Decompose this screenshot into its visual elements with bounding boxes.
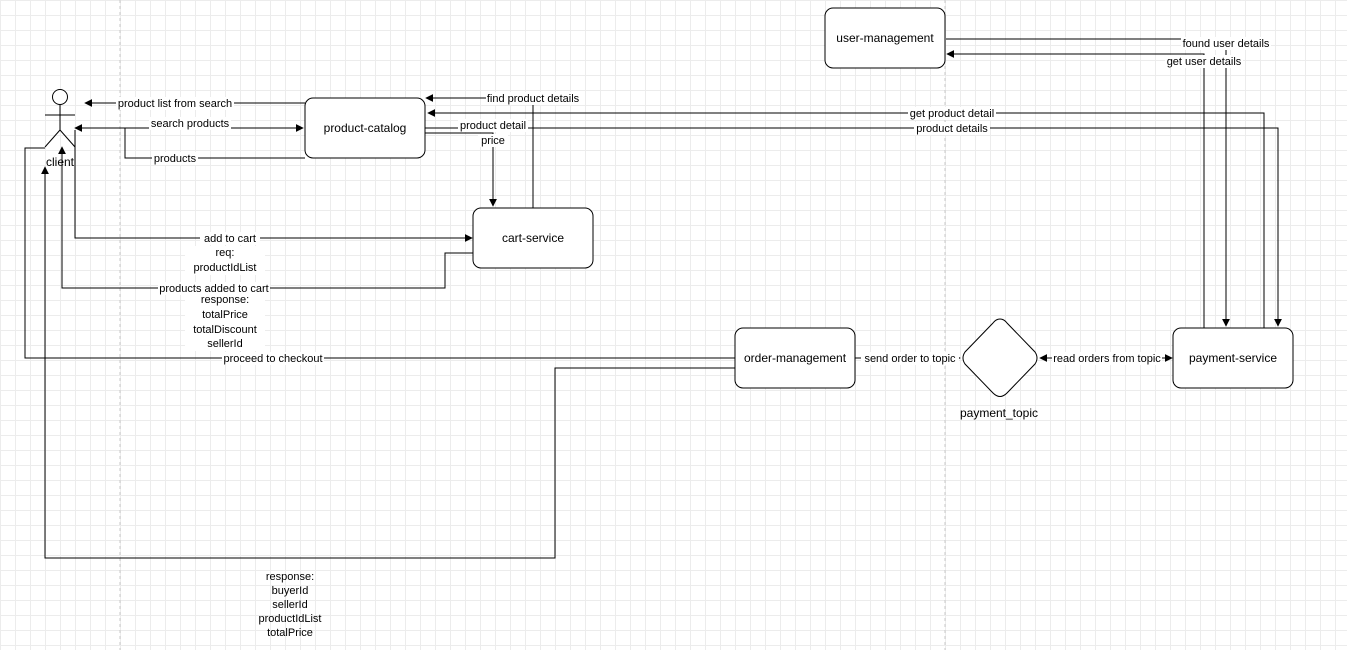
label-product-detail: product detail bbox=[458, 119, 528, 132]
order-management-node[interactable]: order-management bbox=[734, 327, 856, 389]
user-management-node[interactable]: user-management bbox=[824, 7, 946, 69]
product-catalog-label: product-catalog bbox=[324, 121, 407, 135]
edge-products[interactable] bbox=[124, 128, 305, 159]
edge-found-user-details[interactable] bbox=[946, 38, 1230, 327]
label-get-product-detail: get product detail bbox=[908, 107, 996, 120]
edge-add-to-cart[interactable] bbox=[74, 130, 473, 242]
label-cart-response: response: totalPrice totalDiscount selle… bbox=[185, 294, 265, 351]
cart-service-node[interactable]: cart-service bbox=[472, 207, 594, 269]
payment-topic-label: payment_topic bbox=[960, 406, 1038, 420]
label-products-added-to-cart: products added to cart bbox=[158, 282, 270, 295]
edge-get-product-detail[interactable] bbox=[427, 109, 1265, 328]
svg-text:sellerId: sellerId bbox=[207, 338, 242, 350]
svg-text:totalPrice: totalPrice bbox=[202, 309, 248, 321]
svg-text:productIdList: productIdList bbox=[194, 262, 257, 274]
label-order-response: response: buyerId sellerId productIdList… bbox=[259, 571, 322, 639]
label-add-to-cart-req: req: productIdList bbox=[185, 246, 265, 275]
svg-text:product details: product details bbox=[916, 123, 988, 135]
svg-text:response:: response: bbox=[201, 294, 249, 306]
label-price: price bbox=[478, 134, 508, 147]
svg-text:add to cart: add to cart bbox=[204, 233, 256, 245]
client-label: client bbox=[46, 155, 75, 169]
product-catalog-node[interactable]: product-catalog bbox=[304, 97, 426, 159]
label-product-list-from-search: product list from search bbox=[116, 97, 234, 110]
label-find-product-details: find product details bbox=[486, 92, 580, 105]
svg-text:products: products bbox=[154, 153, 197, 165]
edge-product-details[interactable] bbox=[425, 127, 1282, 327]
svg-text:sellerId: sellerId bbox=[272, 599, 307, 611]
edge-product-detail-price[interactable] bbox=[425, 132, 497, 207]
svg-text:find product details: find product details bbox=[487, 93, 580, 105]
svg-text:totalPrice: totalPrice bbox=[267, 627, 313, 639]
payment-topic-node[interactable] bbox=[962, 318, 1038, 397]
svg-text:req:: req: bbox=[216, 247, 235, 259]
label-product-details: product details bbox=[914, 122, 990, 135]
label-send-order-to-topic: send order to topic bbox=[861, 352, 959, 365]
svg-text:get product detail: get product detail bbox=[910, 108, 994, 120]
label-search-products: search products bbox=[149, 117, 231, 130]
cart-service-label: cart-service bbox=[502, 231, 564, 245]
svg-text:productIdList: productIdList bbox=[259, 613, 322, 625]
label-products: products bbox=[152, 152, 198, 165]
edge-products-added-to-cart[interactable] bbox=[58, 146, 473, 289]
svg-text:price: price bbox=[481, 135, 505, 147]
client-actor[interactable] bbox=[44, 89, 76, 148]
edge-find-product-details[interactable] bbox=[425, 94, 534, 208]
payment-service-label: payment-service bbox=[1189, 351, 1277, 365]
svg-text:search products: search products bbox=[151, 118, 230, 130]
label-add-to-cart: add to cart bbox=[200, 232, 260, 245]
label-read-orders-from-topic: read orders from topic bbox=[1052, 352, 1162, 365]
payment-service-node[interactable]: payment-service bbox=[1172, 327, 1294, 389]
order-management-label: order-management bbox=[744, 351, 847, 365]
svg-text:get user details: get user details bbox=[1167, 56, 1242, 68]
svg-text:proceed to checkout: proceed to checkout bbox=[223, 353, 322, 365]
edge-get-user-details[interactable] bbox=[946, 50, 1205, 328]
edge-order-response[interactable] bbox=[41, 166, 735, 559]
user-management-label: user-management bbox=[836, 31, 934, 45]
svg-text:buyerId: buyerId bbox=[272, 585, 309, 597]
label-found-user-details: found user details bbox=[1181, 37, 1271, 50]
svg-text:found user details: found user details bbox=[1183, 38, 1270, 50]
svg-text:product detail: product detail bbox=[460, 120, 526, 132]
label-proceed-to-checkout: proceed to checkout bbox=[222, 352, 324, 365]
edge-proceed-to-checkout[interactable] bbox=[24, 147, 735, 359]
svg-text:send order to topic: send order to topic bbox=[864, 353, 956, 365]
svg-text:totalDiscount: totalDiscount bbox=[193, 324, 257, 336]
svg-text:response:: response: bbox=[266, 571, 314, 583]
svg-text:products added to cart: products added to cart bbox=[159, 283, 268, 295]
svg-text:product list from search: product list from search bbox=[118, 98, 232, 110]
svg-text:read orders from topic: read orders from topic bbox=[1053, 353, 1161, 365]
label-get-user-details: get user details bbox=[1165, 55, 1243, 68]
